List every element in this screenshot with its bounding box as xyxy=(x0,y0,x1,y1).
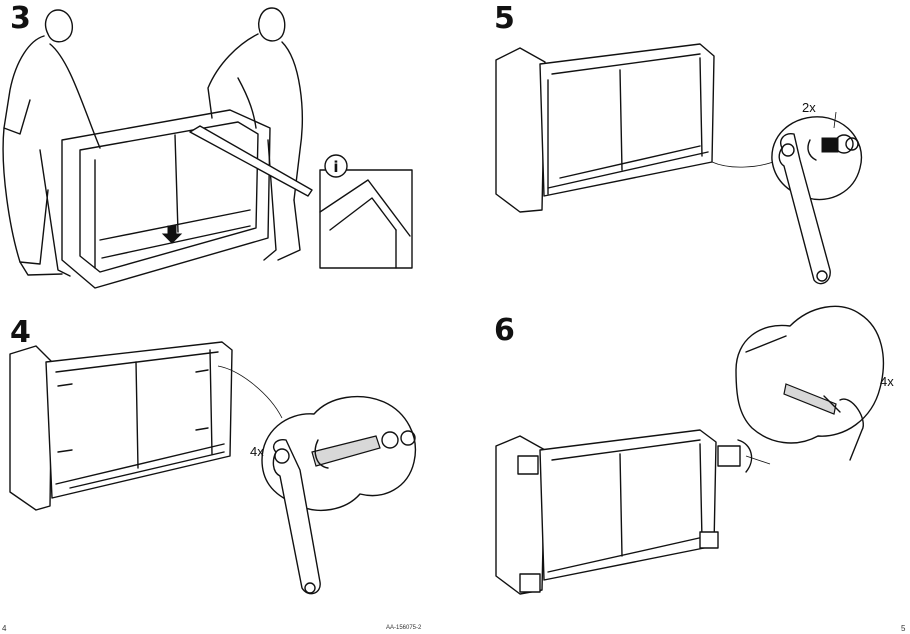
step-3-illustration: i xyxy=(2,7,413,289)
document-code: AA-156075-2 xyxy=(386,625,422,631)
threaded-bolt-icon xyxy=(311,435,381,467)
foot-icon xyxy=(717,445,741,467)
person-left xyxy=(2,9,101,277)
step-number-5: 5 xyxy=(494,1,515,36)
foot-icon xyxy=(699,531,719,549)
person-right xyxy=(207,7,303,261)
foot-icon xyxy=(519,573,541,593)
count-label-step-6: 4x xyxy=(880,374,894,389)
rotate-arrow-icon xyxy=(737,439,753,473)
count-label-step-4: 4x xyxy=(250,444,264,459)
step-4-illustration xyxy=(9,341,416,595)
step-6-illustration xyxy=(495,305,885,595)
sofa-frame xyxy=(61,109,271,289)
detail-box xyxy=(319,169,413,269)
foot-icon xyxy=(517,455,539,475)
page-number-right: 5 xyxy=(901,624,906,633)
detail-zoom-circle xyxy=(735,305,885,444)
rotate-arrow-icon xyxy=(807,139,817,161)
svg-text:i: i xyxy=(333,158,338,176)
step-5-illustration xyxy=(495,43,862,285)
bolt-icon xyxy=(821,137,839,153)
page-number-left: 4 xyxy=(2,624,7,633)
wrench-icon xyxy=(778,133,831,285)
sofa-armrest xyxy=(495,47,546,213)
step-number-4: 4 xyxy=(10,315,31,350)
count-label-step-5: 2x xyxy=(802,100,816,115)
rotate-arrow-icon xyxy=(314,439,329,469)
threaded-rod-icon xyxy=(783,383,837,415)
info-icon xyxy=(324,154,348,178)
pointer-arrow xyxy=(189,125,313,197)
step-number-6: 6 xyxy=(494,313,515,348)
arrow-down-icon xyxy=(161,225,183,244)
step-number-3: 3 xyxy=(10,1,31,36)
wrench-icon xyxy=(272,438,321,595)
